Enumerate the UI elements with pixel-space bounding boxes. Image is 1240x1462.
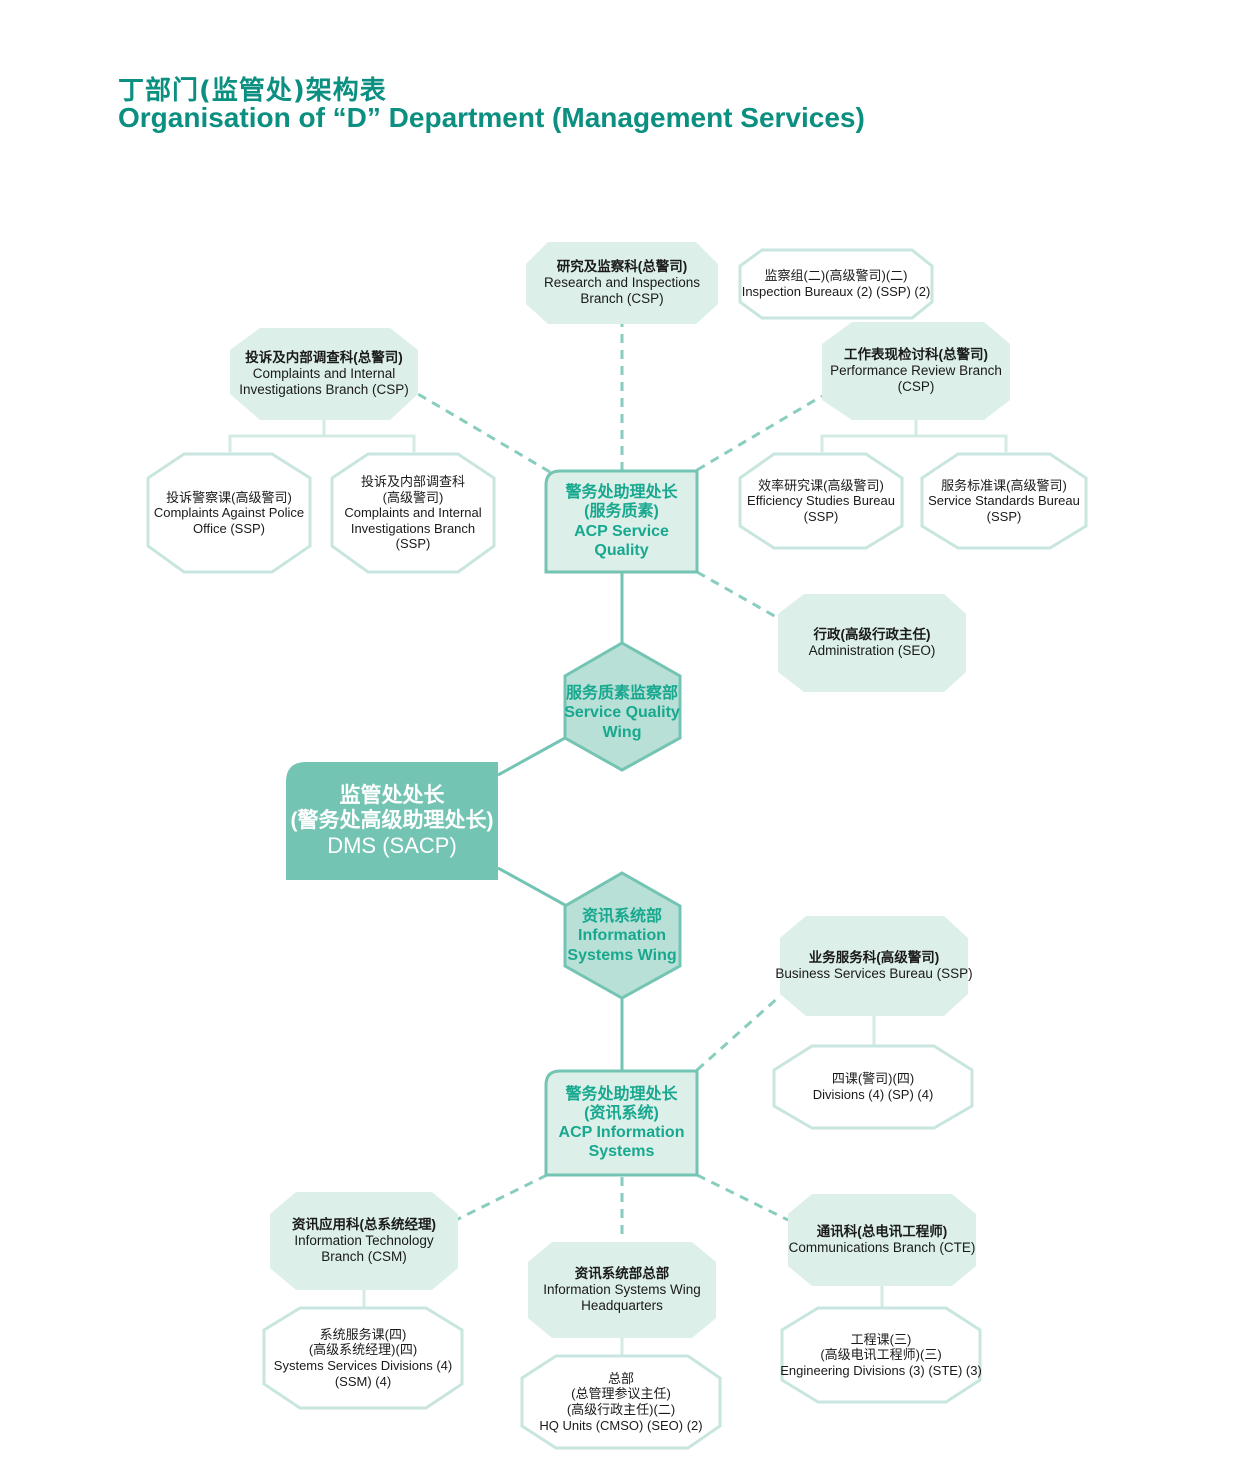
dms-box	[286, 762, 498, 880]
is-wing-hex	[563, 871, 682, 1000]
ib-hex	[738, 248, 934, 320]
ed-hex	[780, 1306, 982, 1404]
sq-wing-hex	[563, 641, 682, 772]
capo-hex	[146, 452, 312, 574]
acp-sq-box	[544, 469, 699, 574]
connectors	[228, 324, 1008, 1356]
bracket-prb	[820, 434, 1008, 452]
line-acp-bsb	[696, 994, 781, 1072]
hq-hex	[520, 1354, 722, 1450]
line-acp-admin	[696, 570, 779, 620]
cb-hex	[788, 1194, 976, 1286]
admin-hex	[778, 594, 966, 692]
page-title-cn: 丁部门(监管处)架构表	[118, 76, 387, 106]
bracket-ciib	[228, 434, 416, 452]
ciib-hex	[230, 328, 418, 420]
iswhq-hex	[528, 1242, 716, 1338]
prb-hex	[822, 322, 1010, 420]
rib-hex	[526, 242, 718, 324]
line-acp-cb	[696, 1173, 789, 1222]
line-dms-is	[497, 866, 566, 907]
itb-hex	[270, 1192, 458, 1290]
line-acp-prb	[696, 394, 823, 472]
shapes	[146, 242, 1088, 1450]
line-dms-sq	[497, 736, 566, 777]
line-acp-itb	[455, 1173, 548, 1222]
page-title-en: Organisation of “D” Department (Manageme…	[118, 102, 865, 133]
bsb-hex	[780, 916, 968, 1016]
acp-is-box	[544, 1069, 699, 1177]
esb-hex	[738, 452, 904, 550]
ssb-hex	[920, 452, 1088, 550]
ciib2-hex	[330, 452, 496, 574]
div4-hex	[772, 1044, 974, 1130]
ssd-hex	[262, 1306, 464, 1410]
